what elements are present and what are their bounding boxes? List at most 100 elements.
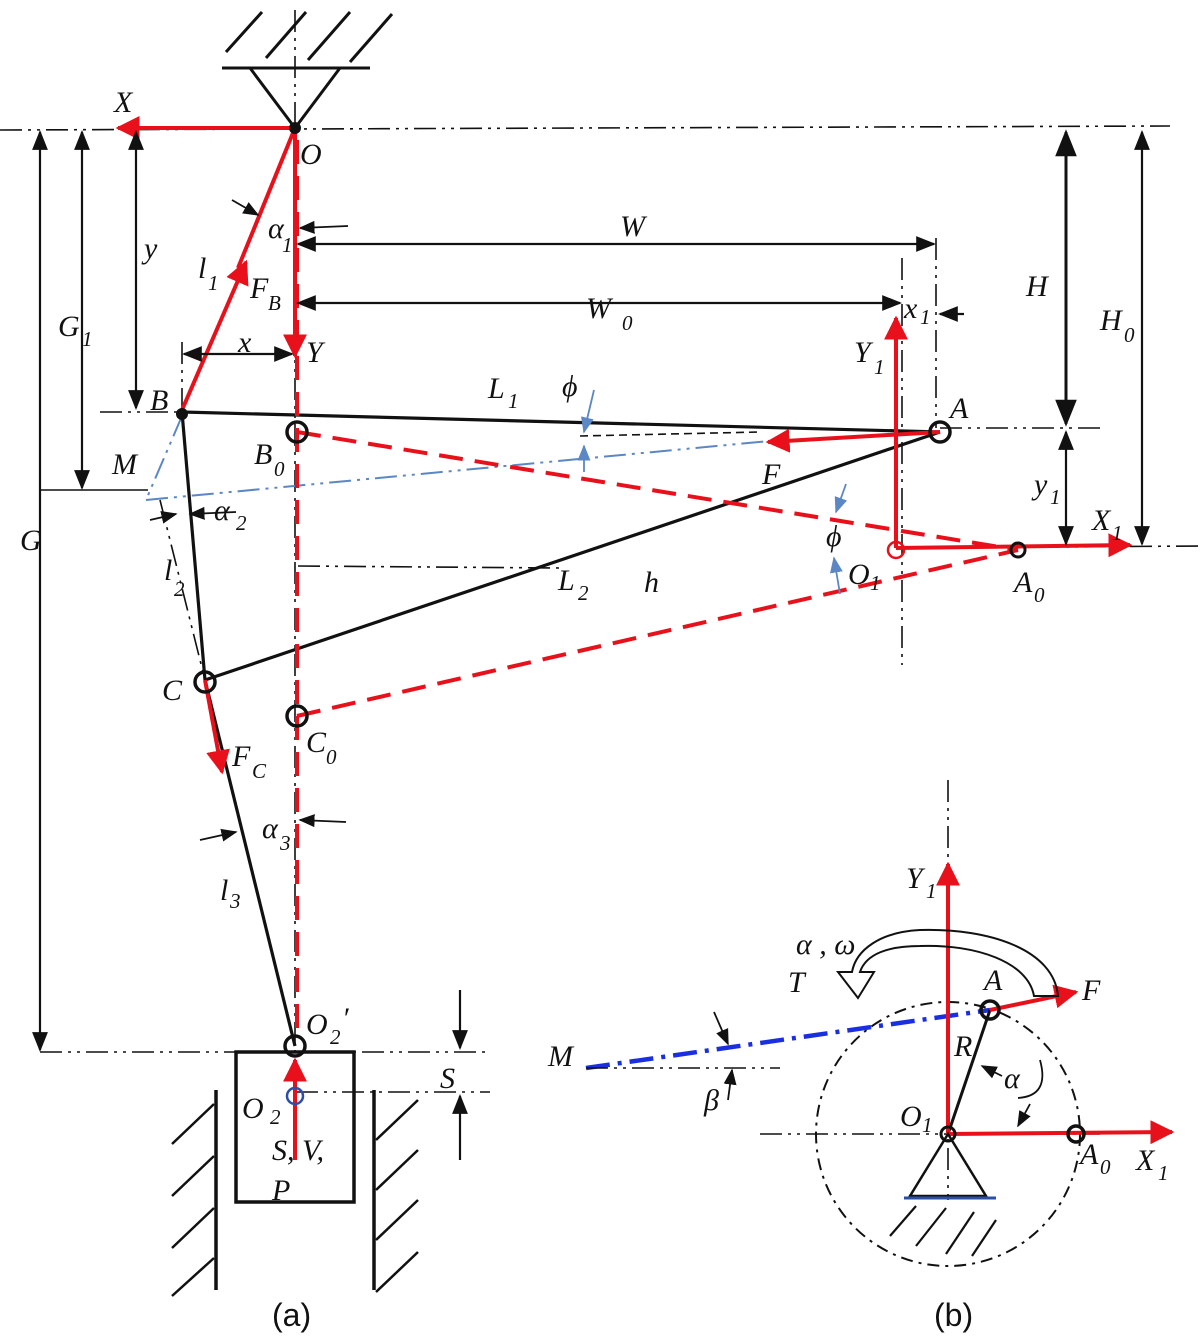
label-L2-sub: 2: [578, 581, 589, 605]
joints: [176, 122, 1027, 1106]
label-G: G: [20, 524, 42, 557]
label-R: R: [953, 1030, 972, 1063]
label-F-b: F: [1081, 974, 1101, 1007]
label-O1-b-sub: 1: [922, 1113, 933, 1137]
joint-O: [289, 122, 301, 134]
joint-C: [193, 670, 217, 694]
crank-guide-line: [585, 1007, 991, 1071]
label-O1-sub: 1: [870, 571, 881, 595]
label-l1: l: [198, 252, 206, 285]
label-W0-sub: 0: [622, 311, 633, 335]
label-l2-sub: 2: [174, 577, 185, 601]
label-W0: W: [586, 292, 614, 325]
label-O2-prime-mark: ′: [342, 1002, 349, 1035]
label-SVP-line2: P: [271, 1174, 290, 1207]
joint-O1-b: [939, 1125, 957, 1143]
label-FB-sub: B: [268, 291, 281, 315]
label-G1: G: [58, 310, 80, 343]
crank-radius-R: [946, 1009, 992, 1135]
label-X1: X: [1091, 504, 1112, 537]
label-A: A: [948, 392, 969, 425]
label-A0-b: A: [1078, 1138, 1099, 1171]
angle-indicators: [149, 199, 848, 842]
label-X1-b-sub: 1: [1158, 1161, 1169, 1185]
label-alpha2-sub: 2: [236, 511, 247, 535]
label-X1-b: X: [1135, 1144, 1156, 1177]
label-l2: l: [164, 554, 172, 587]
reference-lines: [0, 10, 1200, 1115]
label-Y1-sub: 1: [874, 355, 885, 379]
label-X1-sub: 1: [1112, 521, 1123, 545]
label-A0: A: [1012, 566, 1033, 599]
label-L1: L: [487, 372, 505, 405]
label-alpha3-sub: 3: [279, 831, 291, 855]
label-Y1: Y: [854, 336, 874, 369]
label-FC: F: [231, 740, 251, 773]
label-FC-sub: C: [252, 759, 267, 783]
FB-arrow: [180, 259, 249, 411]
label-O: O: [300, 138, 322, 171]
joint-A-b: [979, 999, 1001, 1021]
label-F: F: [761, 458, 781, 491]
label-O1-b: O: [900, 1100, 922, 1133]
label-beta: β: [703, 1084, 719, 1117]
label-C0: C: [306, 726, 327, 759]
caption-b: (b): [934, 1297, 973, 1333]
label-x: x: [237, 326, 252, 359]
label-L1-sub: 1: [508, 389, 519, 413]
label-a-b: α: [1004, 1062, 1021, 1095]
F-arrow-b: [989, 984, 1079, 1012]
label-Y: Y: [306, 336, 326, 369]
moment-arrow: [835, 928, 1060, 1000]
slider-block: [234, 1050, 356, 1204]
label-y1-sub: 1: [1050, 485, 1061, 509]
label-B0: B: [254, 438, 272, 471]
joint-O1: [886, 540, 906, 560]
label-O2-sub: 2: [270, 1105, 281, 1129]
label-alpha1-sub: 1: [282, 233, 293, 257]
joint-B0: [285, 420, 309, 444]
label-y: y: [141, 232, 158, 265]
label-l3: l: [220, 874, 228, 907]
joint-A0-b: [1066, 1124, 1086, 1144]
joint-O2: [285, 1086, 305, 1106]
dimension-arrows: [32, 129, 1150, 1160]
crank-detail: Y 1 α , ω T A F R M β α O 1 A 0 X 1: [547, 780, 1175, 1267]
label-W: W: [620, 210, 648, 243]
label-X: X: [113, 86, 134, 119]
joint-C0: [285, 704, 309, 728]
label-SVP-line1: S, V,: [272, 1134, 324, 1167]
ground-support-top: [222, 10, 394, 129]
label-M-b: M: [547, 1040, 575, 1073]
joint-A: [928, 420, 952, 444]
label-B0-sub: 0: [274, 457, 285, 481]
label-alpha2: α: [214, 494, 231, 527]
joint-B: [176, 408, 188, 420]
label-H: H: [1025, 270, 1050, 303]
label-O2-prime: O: [306, 1008, 328, 1041]
label-alpha1: α: [268, 212, 285, 245]
linkage-black: [180, 410, 941, 1047]
label-phi-low: ϕ: [826, 520, 842, 553]
label-x1-sub: 1: [920, 305, 931, 329]
label-A0-sub: 0: [1034, 583, 1045, 607]
label-G1-sub: 1: [82, 327, 93, 351]
label-h: h: [644, 566, 659, 599]
label-l1-sub: 1: [208, 271, 219, 295]
label-l3-sub: 3: [229, 889, 241, 913]
label-S: S: [440, 1062, 455, 1095]
X1-axis-arrow-b: [947, 1120, 1175, 1145]
label-O2: O: [242, 1092, 264, 1125]
label-O1: O: [848, 558, 870, 591]
caption-a: (a): [272, 1297, 311, 1333]
link-l1: [236, 127, 297, 269]
joint-O2-prime: [283, 1034, 307, 1058]
F-arrow: [765, 428, 941, 453]
label-C: C: [162, 674, 183, 707]
label-alpha-omega: α , ω: [796, 928, 855, 961]
label-Y1-b: Y: [906, 862, 926, 895]
labels-a: X O y α 1 l 1 F B G 1 x Y B B 0 M α 2 G …: [20, 86, 1135, 1207]
label-H0-sub: 0: [1124, 323, 1135, 347]
